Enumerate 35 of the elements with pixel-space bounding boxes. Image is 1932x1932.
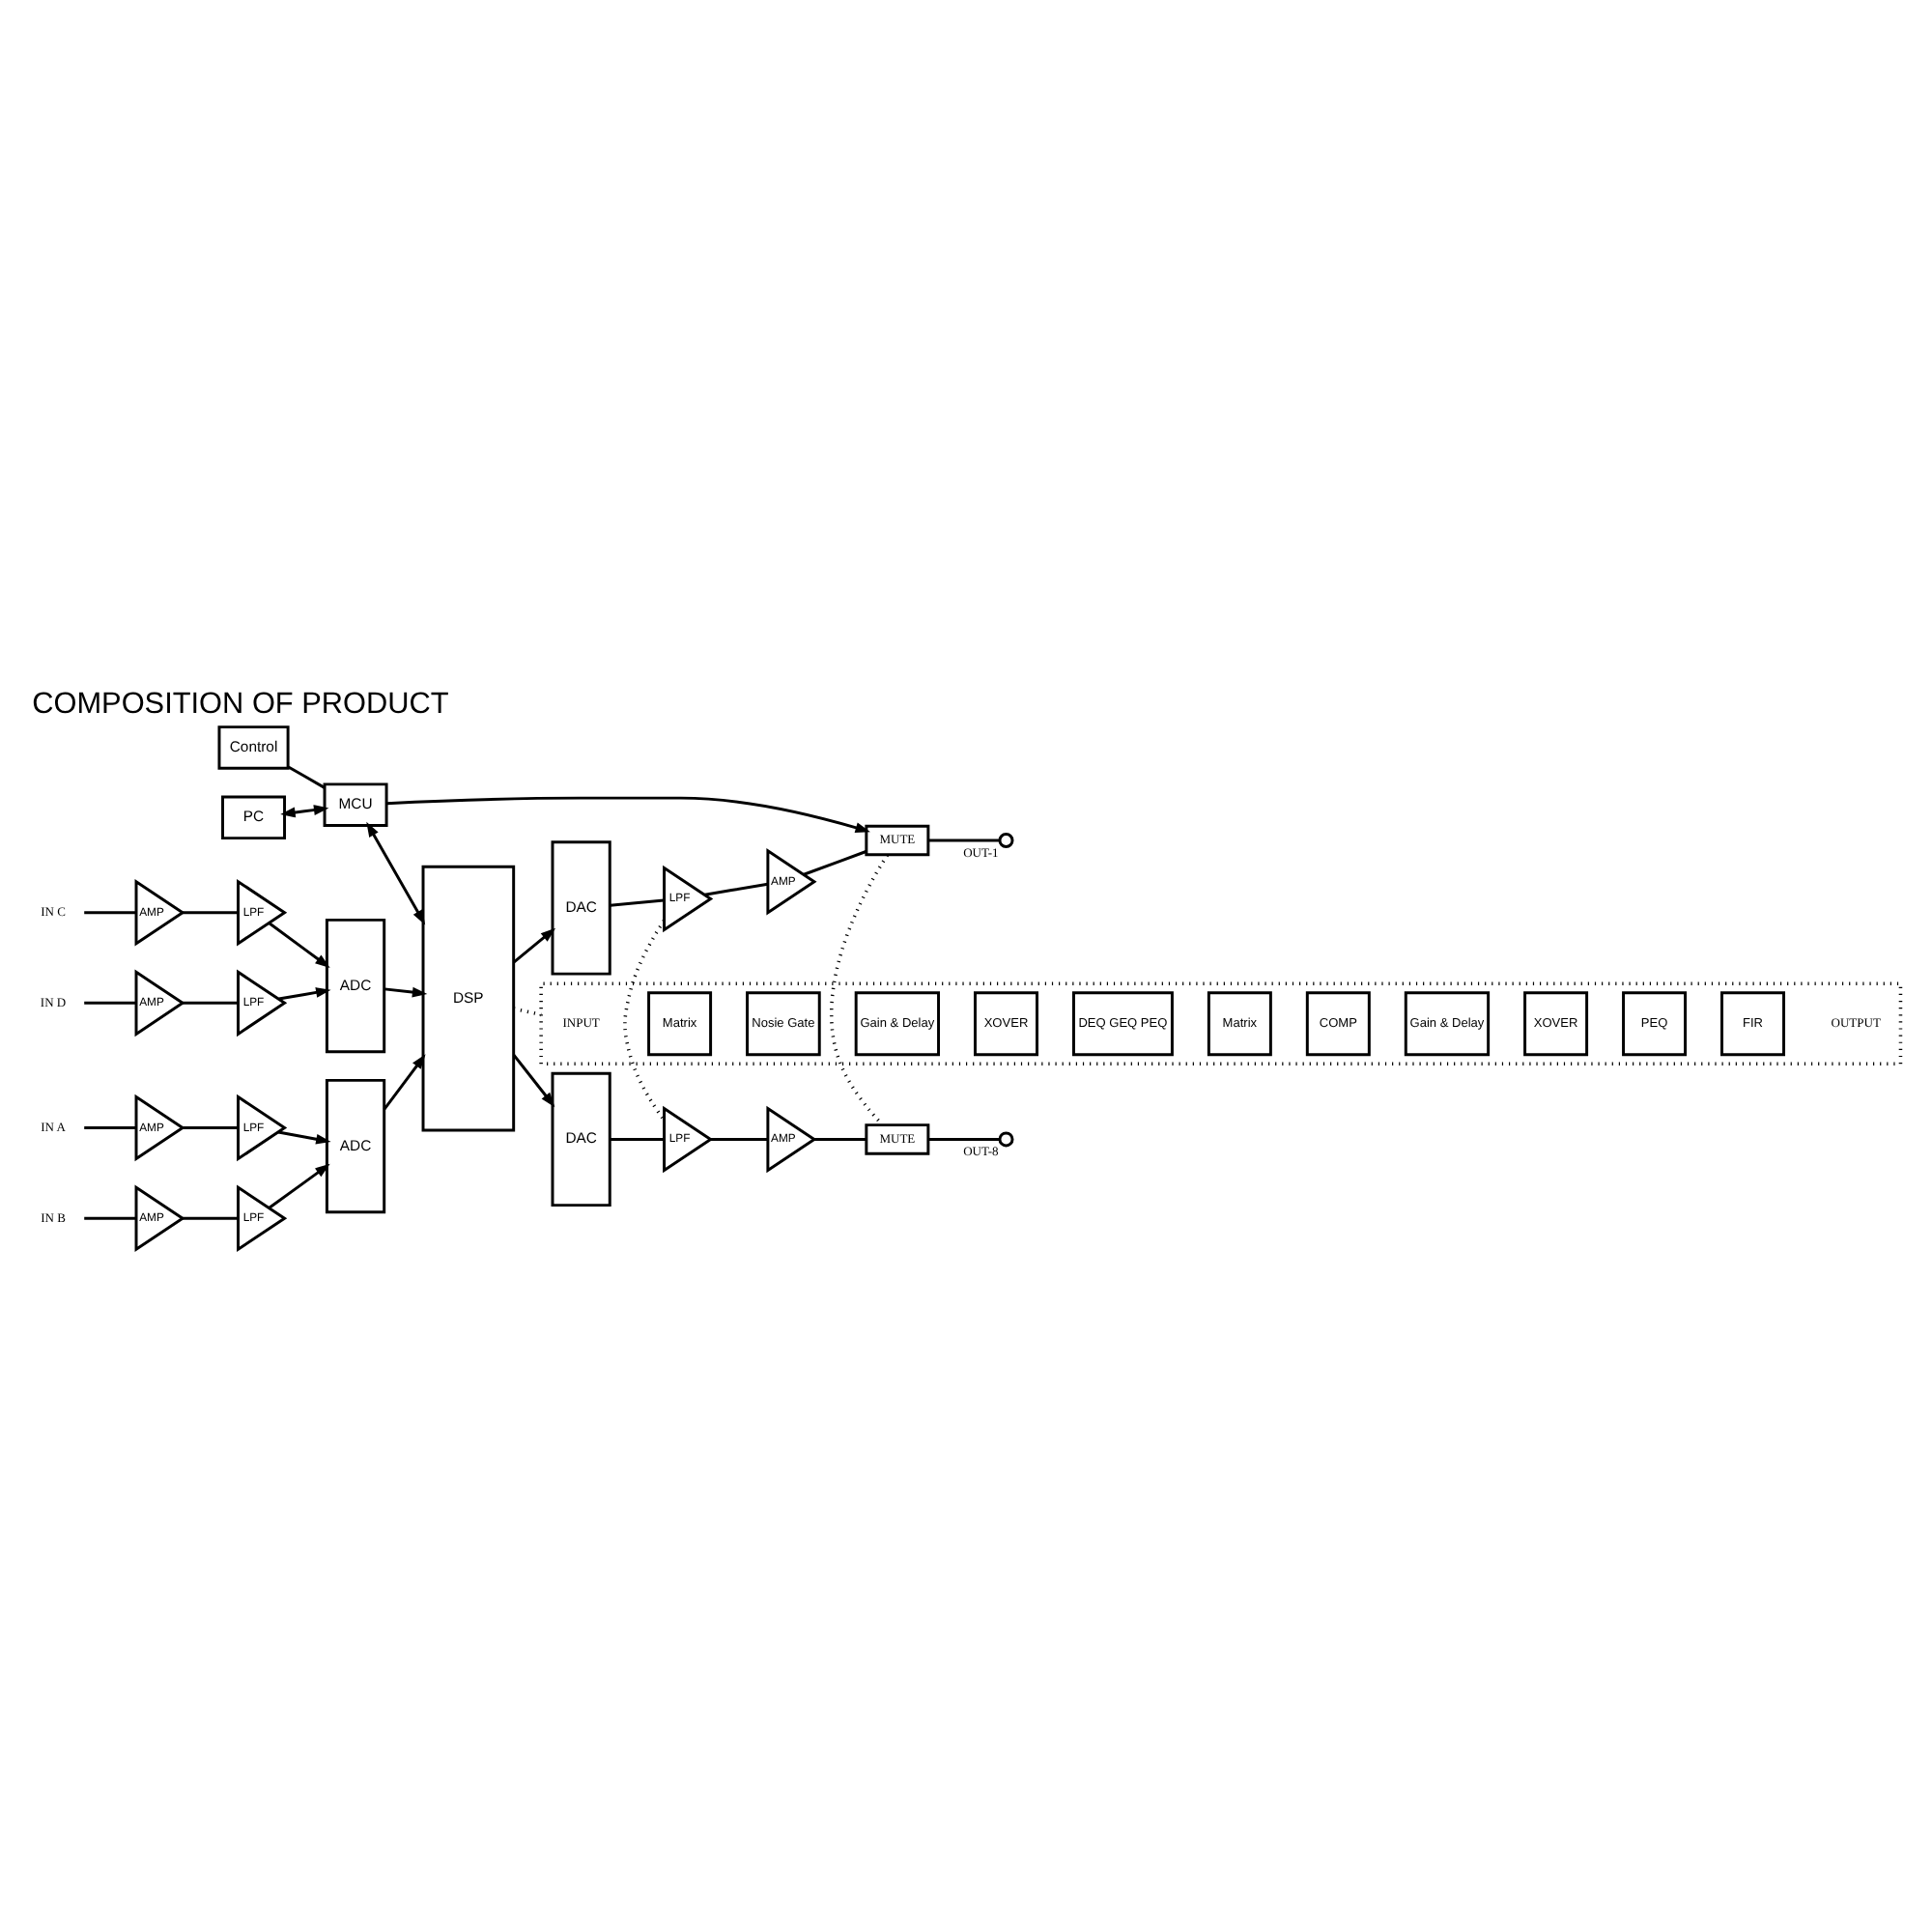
connector	[610, 897, 665, 906]
arrow	[383, 1053, 426, 1110]
connector	[84, 1215, 136, 1219]
arrow	[277, 1129, 331, 1144]
arrow	[268, 1162, 330, 1208]
arrow	[280, 804, 329, 817]
arrow	[512, 1053, 555, 1107]
connector	[183, 1125, 239, 1129]
arrow	[366, 820, 426, 924]
connector	[183, 910, 239, 914]
connector	[610, 1136, 665, 1140]
connector	[704, 881, 768, 895]
connector	[84, 1000, 136, 1004]
arrow	[386, 795, 870, 832]
connector	[623, 919, 666, 1121]
diagram-title: COMPOSITION OF PRODUCT	[32, 687, 449, 721]
connector	[183, 1215, 239, 1219]
connector	[513, 1006, 542, 1016]
connector	[287, 764, 326, 788]
connector	[928, 838, 1000, 841]
connector	[803, 849, 867, 875]
node-circle	[998, 1130, 1014, 1147]
arrow	[512, 926, 556, 963]
cluster	[539, 980, 1903, 1065]
connector	[928, 1136, 1000, 1140]
node-circle	[998, 832, 1014, 847]
connector	[183, 1000, 239, 1004]
connector	[814, 1136, 867, 1140]
arrow	[278, 986, 331, 1000]
arrow	[384, 985, 428, 997]
connector	[84, 910, 136, 914]
connector	[710, 1136, 768, 1140]
arrow	[268, 921, 330, 968]
connector	[829, 853, 889, 1125]
connector	[84, 1125, 136, 1129]
